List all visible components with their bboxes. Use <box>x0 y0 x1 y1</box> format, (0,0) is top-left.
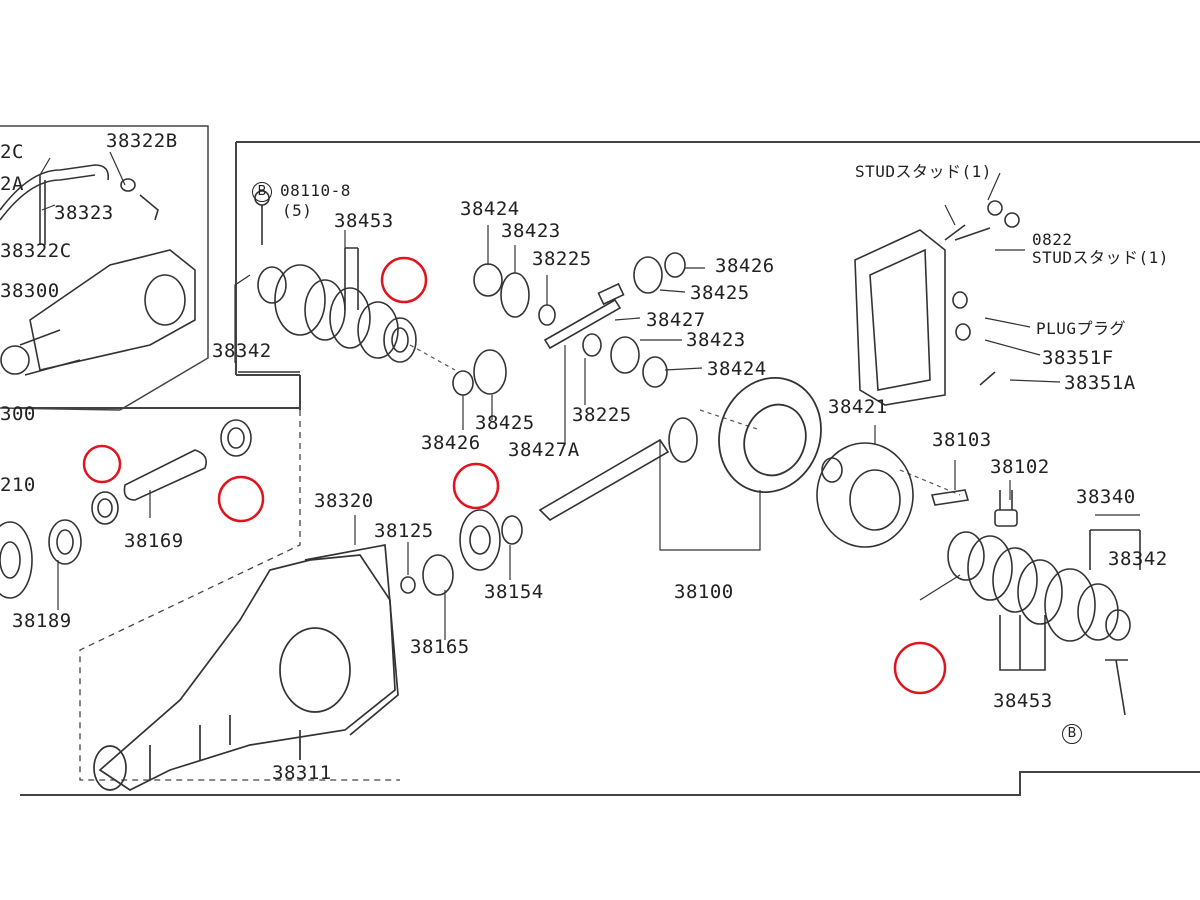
label-plug: PLUGプラグ <box>1036 319 1127 338</box>
label-0822: 0822 <box>1032 230 1073 249</box>
label-38102: 38102 <box>990 456 1050 478</box>
label-38342-right: 38342 <box>1108 548 1168 570</box>
carrier-housing <box>93 543 399 791</box>
highlight-circle-2 <box>82 444 122 484</box>
label-38426-mid: 38426 <box>421 432 481 454</box>
label-38165: 38165 <box>410 636 470 658</box>
left-parts <box>0 419 252 599</box>
label-38225-top: 38225 <box>532 248 592 270</box>
label-38225-mid: 38225 <box>572 404 632 426</box>
label-38425-right: 38425 <box>690 282 750 304</box>
label-38342-left: 38342 <box>212 340 272 362</box>
label-38169: 38169 <box>124 530 184 552</box>
label-38425-mid: 38425 <box>475 412 535 434</box>
label-38320: 38320 <box>314 490 374 512</box>
inset-carrier <box>0 164 196 376</box>
highlight-circle-3 <box>217 475 265 523</box>
label-38426-right: 38426 <box>715 255 775 277</box>
label-38154: 38154 <box>484 581 544 603</box>
label-38351f: 38351F <box>1042 347 1114 369</box>
highlight-circle-5 <box>893 641 947 695</box>
label-38323: 38323 <box>54 202 114 224</box>
ring-gear <box>718 376 822 494</box>
label-38340: 38340 <box>1076 486 1136 508</box>
pinion-parts <box>400 417 698 596</box>
label-38300-top: 38300 <box>0 280 60 302</box>
label-08110: 08110-8 <box>280 181 351 200</box>
label-38424-top: 38424 <box>460 198 520 220</box>
side-bolt-parts <box>930 489 1018 527</box>
label-38453-top: 38453 <box>334 210 394 232</box>
diff-case <box>816 442 914 548</box>
label-38424-mid: 38424 <box>707 358 767 380</box>
label-38423-mid: 38423 <box>686 329 746 351</box>
label-210: 210 <box>0 474 36 496</box>
label-stud-top: STUDスタッド(1) <box>855 162 992 181</box>
label-38421: 38421 <box>828 396 888 418</box>
label-2c: 2C <box>0 141 24 163</box>
label-38351a: 38351A <box>1064 372 1136 394</box>
label-2a: 2A <box>0 173 24 195</box>
rear-cover <box>854 200 1020 406</box>
label-38453-bottom: 38453 <box>993 690 1053 712</box>
label-38322c: 38322C <box>0 240 72 262</box>
inset-frame <box>0 125 209 411</box>
label-38322b: 38322B <box>106 130 178 152</box>
label-38189: 38189 <box>12 610 72 632</box>
label-38103: 38103 <box>932 429 992 451</box>
label-38423-top: 38423 <box>501 220 561 242</box>
highlight-circles <box>82 256 947 695</box>
b-mark-bottom: B <box>1062 724 1082 744</box>
highlight-circle-4 <box>452 462 500 510</box>
label-stud-bottom: STUDスタッド(1) <box>1032 248 1169 267</box>
label-38427a: 38427A <box>508 439 580 461</box>
b-mark-top: B <box>252 182 272 202</box>
label-38125: 38125 <box>374 520 434 542</box>
label-38311: 38311 <box>272 762 332 784</box>
right-bearings <box>947 529 1141 716</box>
label-5: (5) <box>282 201 313 220</box>
label-38100: 38100 <box>674 581 734 603</box>
highlight-circle-1 <box>380 256 428 304</box>
label-300: 300 <box>0 403 36 425</box>
leader-lines <box>39 151 1140 760</box>
label-38427: 38427 <box>646 309 706 331</box>
dashed-boundary <box>79 410 400 781</box>
